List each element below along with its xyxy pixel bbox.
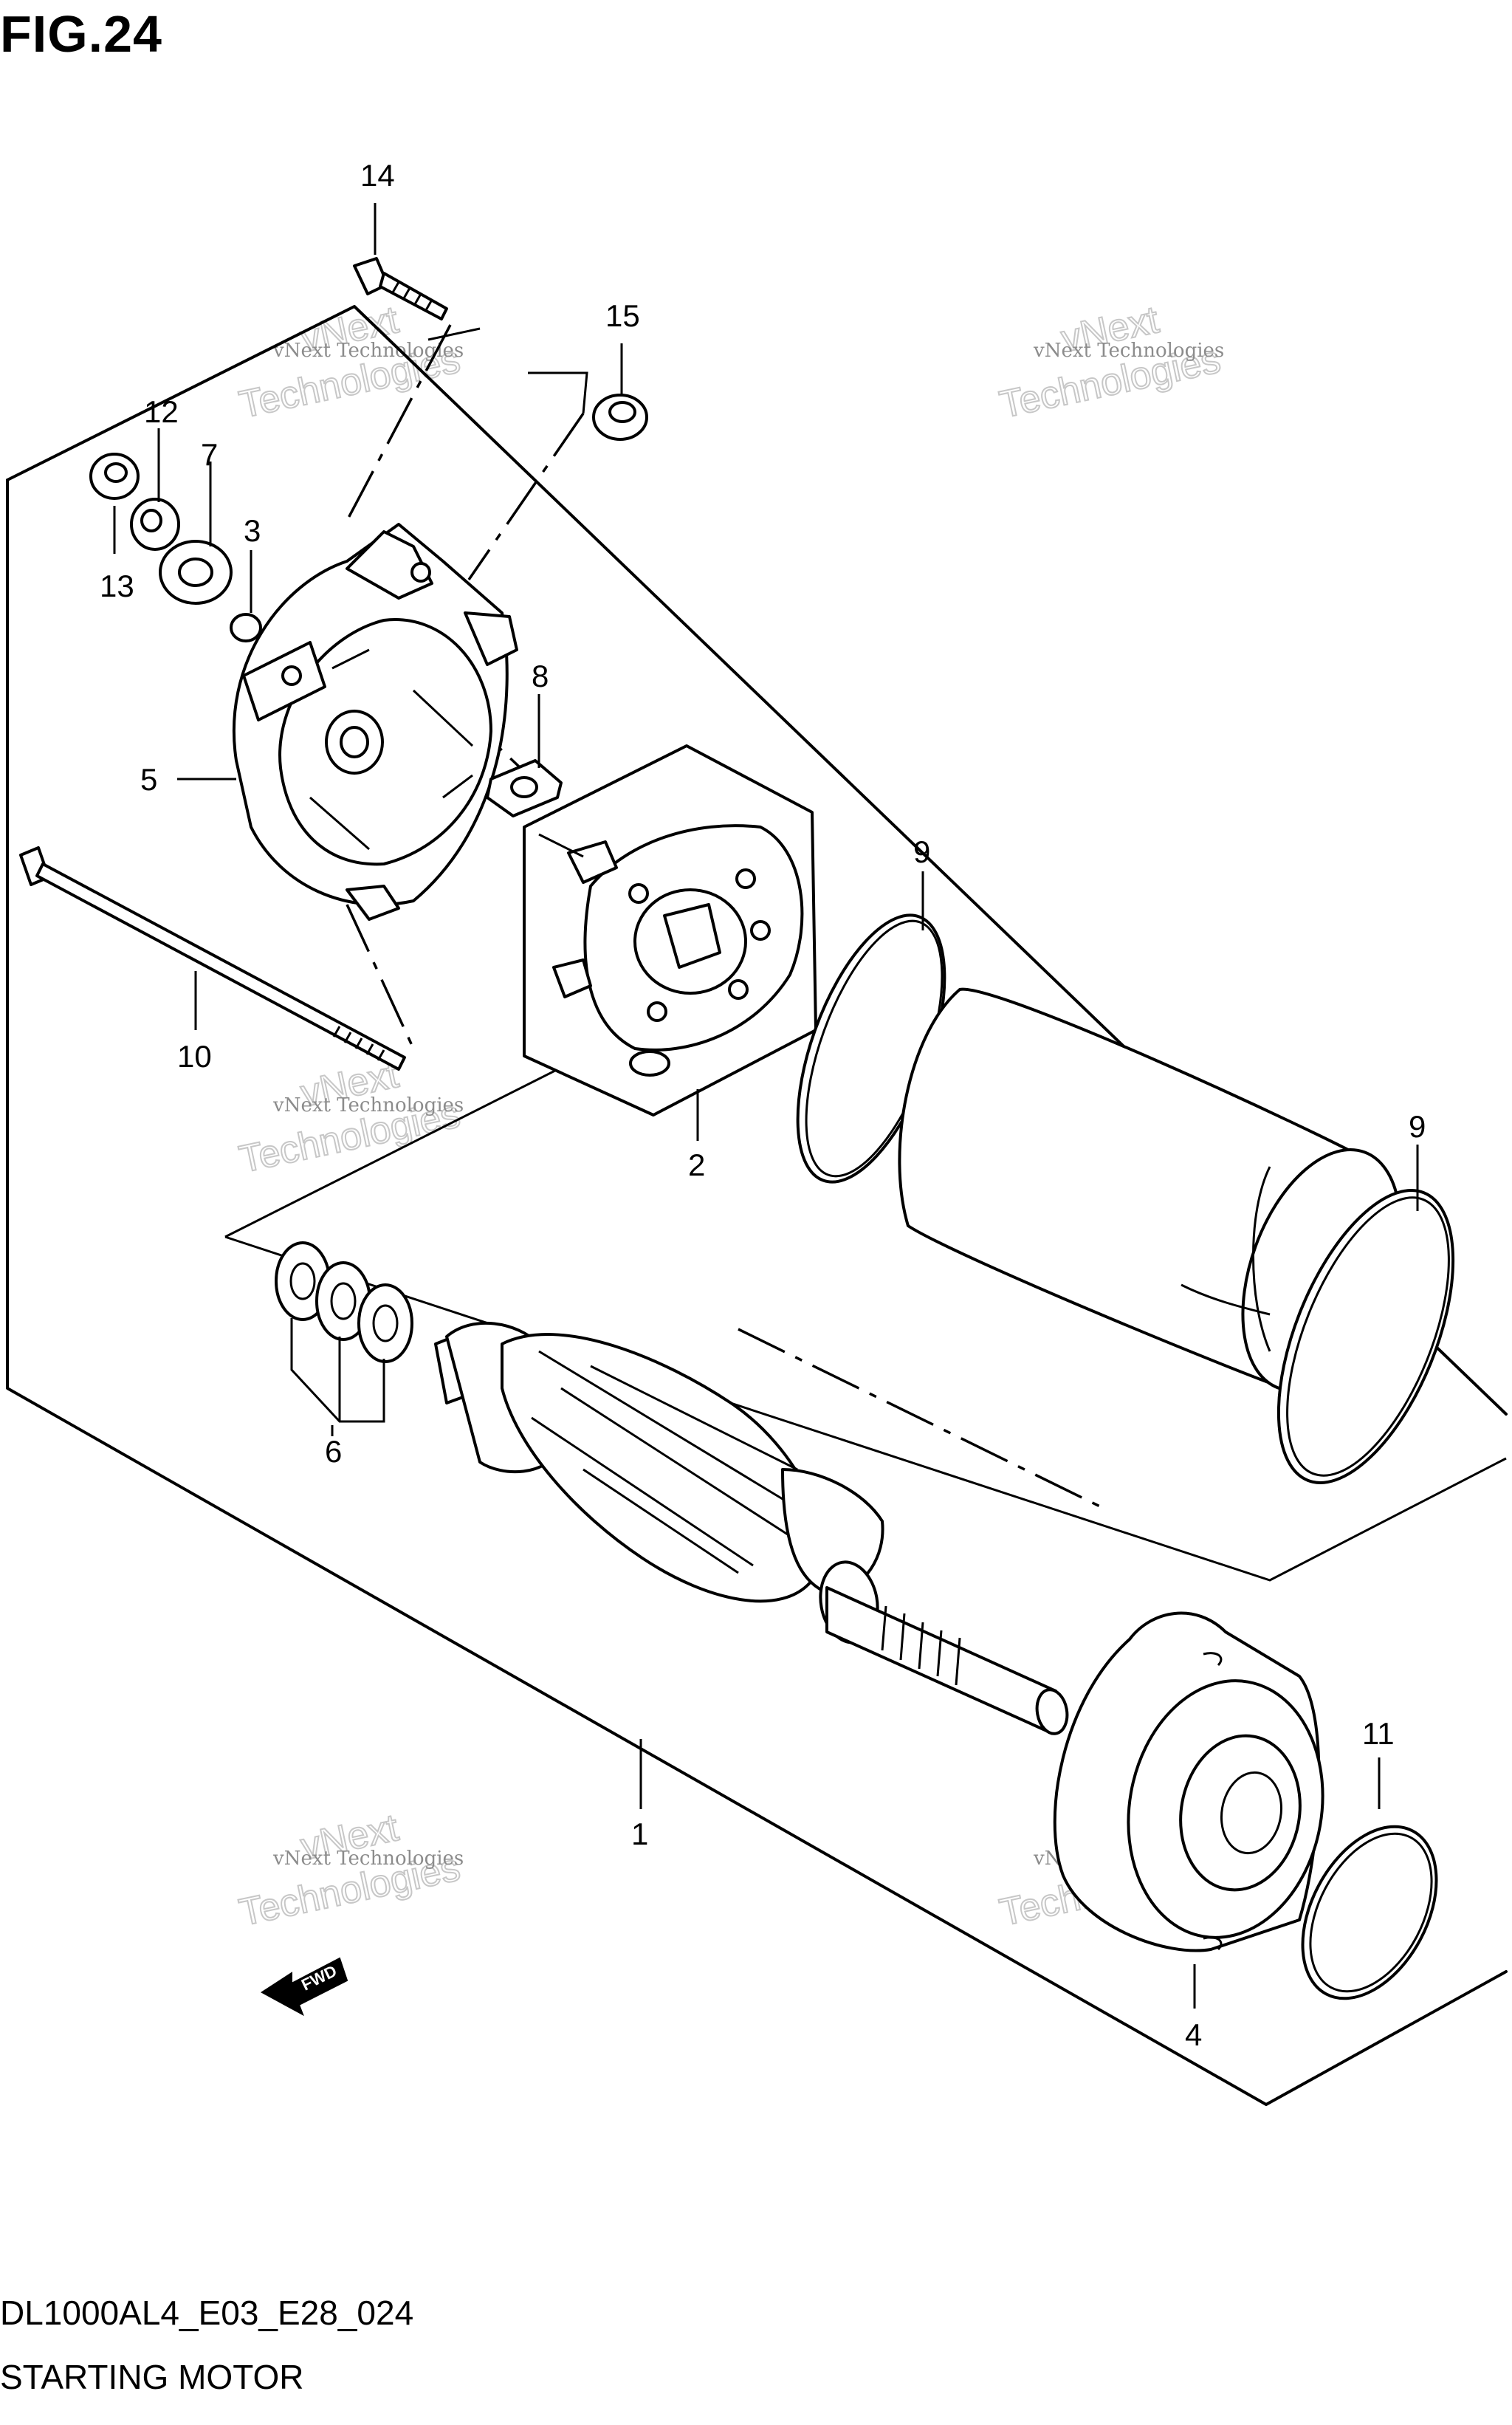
callout-13: 13 [100,569,134,603]
callout-12: 12 [144,394,179,429]
callout-14: 14 [360,158,395,193]
callout-7: 7 [201,437,218,472]
callout-6: 6 [325,1434,342,1469]
part-3-o-ring [230,613,262,642]
callout-5: 5 [140,762,157,797]
guide-line-nut-15 [467,413,585,580]
part-15-nut [592,394,648,441]
callout-4: 4 [1185,2017,1202,2052]
part-10-long-bolt [19,846,406,1071]
guide-line-bolt-10 [346,904,415,1049]
part-2-brush-holder [538,824,804,1077]
svg-text:vNext Technologies: vNext Technologies [1033,340,1224,362]
guide-line-bolt-14 [346,324,452,521]
fwd-arrow-icon: FWD [261,1957,348,2017]
callout-15: 15 [605,298,640,333]
part-13-nut [89,453,140,500]
svg-text:vNext Technologies: vNext Technologies [272,340,464,362]
figure-title: FIG.24 [0,5,162,63]
callout-11: 11 [1362,1716,1395,1751]
bracket-line-14 [427,327,481,341]
callout-labels: 14 15 12 7 3 13 8 5 9 10 2 9 6 1 11 4 [100,158,1426,2052]
guide-line-armature [738,1328,1108,1512]
part-4-front-housing [1053,1611,1324,1952]
callout-3: 3 [244,513,261,548]
part-5-rear-housing [232,523,518,921]
part-8-insulator [486,759,563,817]
figure-code: DL1000AL4_E03_E28_024 [0,2294,414,2332]
assembly-outline-bottom [6,479,1508,2106]
part-9-o-ring-right [1276,1189,1455,1484]
watermark-3: Technologies vNext vNext Technologies [235,1052,464,1182]
svg-text:vNext Technologies: vNext Technologies [272,1848,464,1870]
callout-9-left: 9 [913,834,930,869]
watermark-5: Technologies vNext vNext Technologies [235,1805,464,1935]
callout-2: 2 [688,1148,705,1182]
callout-8: 8 [532,659,549,693]
part-1-armature [434,1321,1069,1735]
callout-10: 10 [177,1039,212,1074]
leader-lines [113,203,1419,2009]
part-12-bushing [130,498,180,551]
part-6-washers [275,1241,413,1423]
svg-text:vNext Technologies: vNext Technologies [272,1094,464,1117]
callout-9-right: 9 [1409,1109,1426,1144]
part-14-bolt [353,257,448,320]
callout-1: 1 [631,1817,648,1851]
part-11-o-ring [1301,1825,1438,2000]
bracket-line-15 [528,371,588,414]
watermark-2: Technologies vNext vNext Technologies [995,298,1225,428]
figure-name: STARTING MOTOR [0,2358,304,2396]
part-7-bushing [159,540,233,605]
